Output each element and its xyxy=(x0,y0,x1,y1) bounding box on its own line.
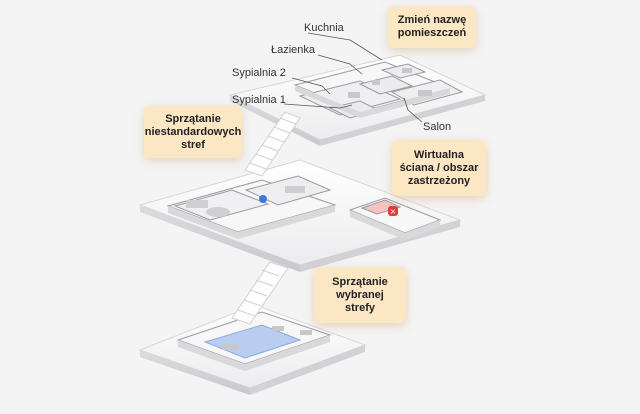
rename-rooms-callout: Zmień nazwę pomieszczeń xyxy=(388,6,476,48)
room-label-bathroom: Łazienka xyxy=(271,44,316,56)
restricted-zone-icon xyxy=(388,206,398,216)
room-label-bedroom-2: Sypialnia 2 xyxy=(232,67,286,79)
middle-floor-plate: × xyxy=(138,159,462,272)
stairs-upper xyxy=(244,111,301,177)
room-label-kitchen: Kuchnia xyxy=(304,22,344,34)
bottom-floor-plate xyxy=(138,304,367,395)
robot-marker-icon xyxy=(259,195,267,203)
custom-zone-callout: Sprzątanie niestandardowych stref xyxy=(144,106,242,158)
svg-text:×: × xyxy=(390,207,397,216)
virtual-wall-callout: Wirtualna ściana / obszar zastrzeżony xyxy=(392,140,486,196)
leader-lines xyxy=(283,32,423,123)
selected-zone-callout: Sprzątanie wybranej strefy xyxy=(314,267,406,323)
stairs-lower xyxy=(231,261,289,325)
room-label-bedroom-1: Sypialnia 1 xyxy=(232,94,286,106)
room-label-living-room: Salon xyxy=(423,121,452,133)
